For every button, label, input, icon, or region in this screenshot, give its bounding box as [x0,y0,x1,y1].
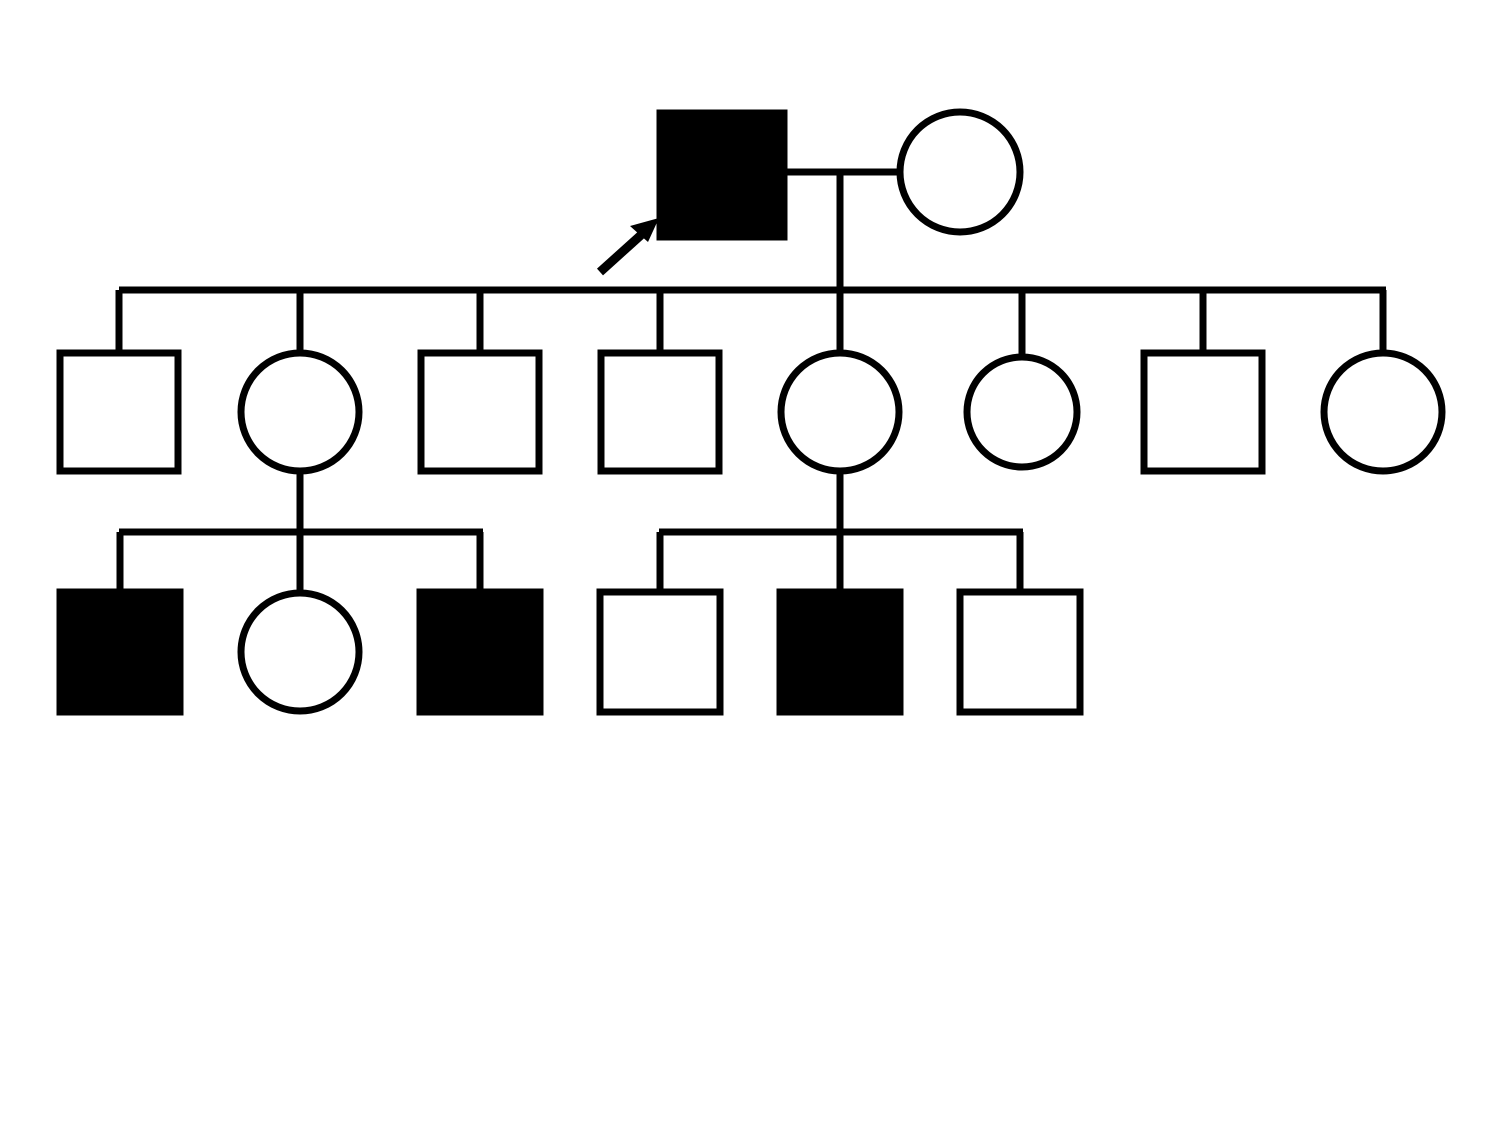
proband-arrow-shaft [596,231,645,276]
generation-2-group [56,286,1446,475]
individual-III-3-affected-male[interactable] [416,588,544,716]
individual-II-7-unaffected-male[interactable] [1140,349,1266,475]
individual-III-2-unaffected-female[interactable] [237,589,363,715]
generation-3-group [56,469,1084,716]
individual-III-6-unaffected-male[interactable] [956,588,1084,716]
individual-III-1-affected-male[interactable] [56,588,184,716]
proband-arrow-icon [596,218,659,276]
individual-II-6-unaffected-female[interactable] [963,353,1081,471]
individual-II-5-unaffected-female[interactable] [777,349,903,475]
individual-II-8-unaffected-female[interactable] [1320,349,1446,475]
individual-II-1-unaffected-male[interactable] [56,349,182,475]
individual-I-2-unaffected-female[interactable] [896,108,1024,236]
proband-arrow-head [630,218,659,242]
individual-III-4-unaffected-male[interactable] [596,588,724,716]
individual-III-5-affected-male[interactable] [776,588,904,716]
individual-II-3-unaffected-male[interactable] [417,349,543,475]
individual-I-1-affected-male-proband[interactable] [656,109,788,241]
individual-II-4-unaffected-male[interactable] [597,349,723,475]
individual-II-2-unaffected-female[interactable] [237,349,363,475]
generation-1-group [596,108,1024,293]
